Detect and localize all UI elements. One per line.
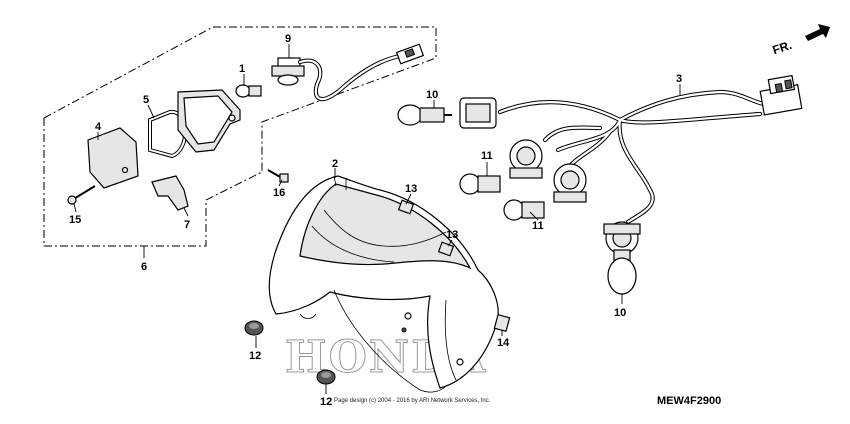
callout-15: 15 (69, 214, 81, 226)
callout-9: 9 (285, 33, 291, 45)
callout-6: 6 (141, 261, 147, 273)
front-arrow-icon (805, 24, 830, 41)
lens-cover-4-icon (87, 127, 139, 189)
callout-11-upper: 11 (481, 150, 493, 162)
callout-3: 3 (676, 73, 682, 85)
license-light-housing-icon (177, 89, 241, 153)
diagram-code: MEW4F2900 (657, 395, 721, 407)
callout-13-lower: 13 (446, 229, 458, 241)
callout-2: 2 (332, 158, 338, 170)
grommet-12-left-icon (244, 320, 264, 336)
subassembly-outline (43, 26, 437, 247)
bulb-11-left-icon (459, 173, 501, 195)
callout-12-lower: 12 (320, 396, 332, 408)
callout-12-left: 12 (249, 350, 261, 362)
callout-1: 1 (239, 63, 245, 75)
grommet-12-lower-icon (316, 369, 336, 385)
tail-light-assembly-icon (268, 175, 499, 393)
sub-harness-connector-icon (395, 43, 425, 65)
main-connector-icon (759, 74, 803, 116)
callout-16: 16 (273, 187, 285, 199)
callout-11-lower: 11 (532, 220, 544, 232)
bracket-7-icon (151, 175, 189, 211)
clip-14-icon (493, 313, 511, 333)
leader-lines (73, 44, 681, 394)
socket-11-left-icon (509, 139, 543, 179)
callout-10-lower: 10 (614, 307, 626, 319)
bulb-10-upper-icon (397, 104, 452, 126)
clip-13-upper-icon (397, 199, 415, 215)
callout-4: 4 (95, 121, 102, 133)
socket-upper-icon (459, 97, 497, 129)
bulb-11-right-icon (503, 199, 545, 221)
copyright-notice: Page design (c) 2004 - 2016 by ARI Netwo… (334, 398, 491, 404)
bulb-1-icon (235, 84, 262, 98)
callout-13-upper: 13 (405, 183, 417, 195)
callout-14: 14 (497, 337, 510, 349)
screw-16-icon (267, 169, 289, 183)
socket-11-right-icon (553, 163, 587, 203)
callout-10-upper: 10 (426, 89, 438, 101)
socket-9-icon (271, 57, 305, 86)
bulb-10-lower-icon (607, 249, 637, 295)
direction-label: FR. (771, 38, 794, 57)
screw-15-icon (67, 185, 96, 205)
clip-13-lower-icon (437, 241, 455, 257)
socket-lower-icon (603, 221, 641, 255)
callout-7: 7 (184, 219, 190, 231)
callout-5: 5 (143, 94, 149, 106)
